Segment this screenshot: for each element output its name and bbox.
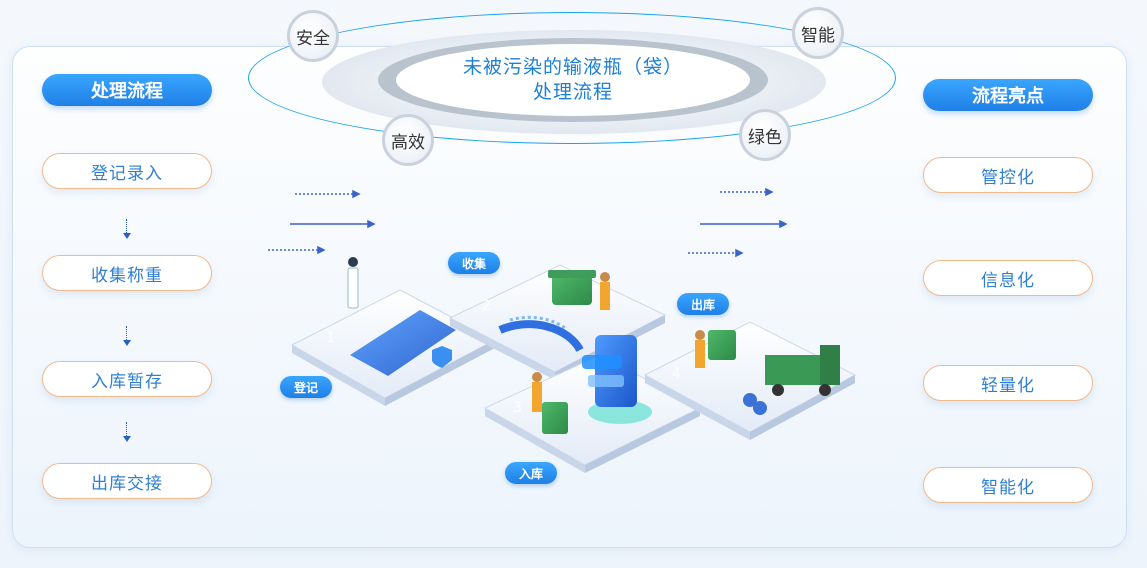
label-collect: 收集 — [448, 252, 501, 274]
tile-number-2: 2 — [482, 298, 491, 314]
tile-number-1: 1 — [326, 330, 335, 346]
step-handover[interactable]: 出库交接 — [42, 463, 212, 499]
step-storage[interactable]: 入库暂存 — [42, 361, 212, 397]
process-illustration: 1 2 3 4 — [290, 257, 857, 473]
badge-green: 绿色 — [739, 109, 791, 161]
tile-outbound — [643, 321, 857, 440]
highlights-title: 流程亮点 — [923, 79, 1093, 111]
main-title-line1: 未被污染的输液瓶（袋） — [462, 56, 683, 78]
tile-register — [290, 257, 497, 406]
highlight-intelligent[interactable]: 智能化 — [923, 467, 1093, 503]
badge-efficient: 高效 — [382, 114, 434, 166]
title-ellipse: 未被污染的输液瓶（袋） 处理流程 — [396, 44, 750, 116]
label-register: 登记 — [280, 376, 333, 398]
tile-number-4: 4 — [672, 366, 681, 382]
label-outbound: 出库 — [677, 293, 730, 315]
arrow-down-icon — [123, 422, 131, 444]
step-collect-weigh[interactable]: 收集称重 — [42, 255, 212, 291]
highlight-control[interactable]: 管控化 — [923, 157, 1093, 193]
arrow-down-icon — [123, 219, 131, 241]
badge-smart: 智能 — [792, 7, 844, 59]
highlight-lightweight[interactable]: 轻量化 — [923, 365, 1093, 401]
label-storage: 入库 — [505, 462, 558, 484]
arrow-down-icon — [123, 326, 131, 348]
tile-number-3: 3 — [513, 400, 522, 416]
badge-safe: 安全 — [287, 10, 339, 62]
step-register[interactable]: 登记录入 — [42, 153, 212, 189]
process-title: 处理流程 — [42, 74, 212, 106]
main-title-line2: 处理流程 — [532, 81, 613, 103]
highlight-information[interactable]: 信息化 — [923, 260, 1093, 296]
orbit-ring — [248, 12, 896, 144]
